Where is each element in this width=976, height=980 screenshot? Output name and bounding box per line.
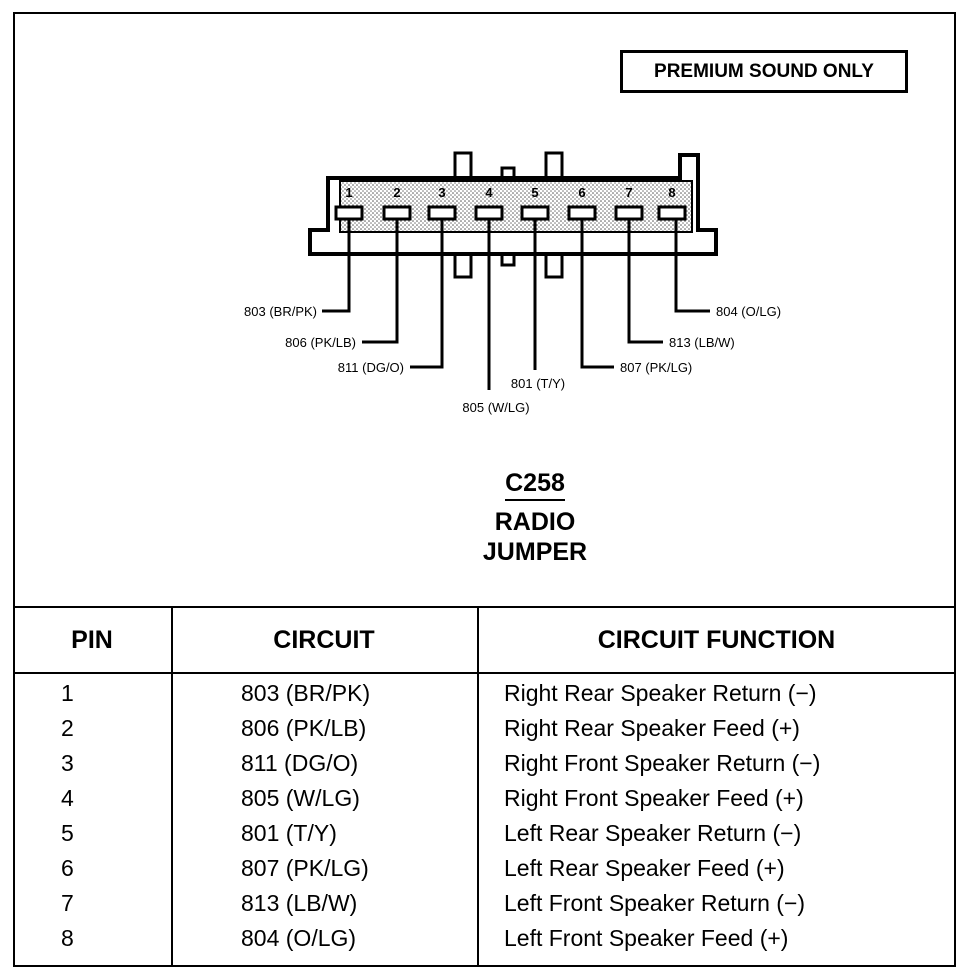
cell-circuit: 813 (LB/W) — [241, 890, 358, 916]
cell-circuit: 803 (BR/PK) — [241, 680, 371, 706]
cell-function: Right Front Speaker Feed (+) — [504, 785, 804, 811]
table-row: 3 811 (DG/O) Right Front Speaker Return … — [13, 748, 956, 783]
connector-id-text: C258 — [505, 469, 565, 501]
header-circuit: CIRCUIT — [273, 625, 375, 654]
cell-pin: 4 — [61, 785, 74, 811]
cell-function: Left Front Speaker Return (−) — [504, 890, 806, 916]
table-row: 4 805 (W/LG) Right Front Speaker Feed (+… — [13, 783, 956, 818]
terminal — [382, 205, 412, 221]
connector-id: C258 — [380, 468, 690, 501]
pin-number: 6 — [578, 185, 585, 200]
pin-number: 4 — [485, 185, 493, 200]
cell-pin: 6 — [61, 855, 74, 881]
column-divider — [171, 608, 173, 967]
connector-name-line2: JUMPER — [482, 538, 588, 566]
wire-lead — [627, 219, 663, 344]
cell-circuit: 807 (PK/LG) — [241, 855, 369, 881]
table-row: 8 804 (O/LG) Left Front Speaker Feed (+) — [13, 923, 956, 958]
table-row: 6 807 (PK/LG) Left Rear Speaker Feed (+) — [13, 853, 956, 888]
cell-function: Right Rear Speaker Return (−) — [504, 680, 817, 706]
cell-pin: 1 — [61, 680, 74, 706]
terminal — [474, 205, 504, 221]
terminal — [614, 205, 644, 221]
cell-circuit: 801 (T/Y) — [241, 820, 337, 846]
pinout-table: PIN CIRCUIT CIRCUIT FUNCTION 1 803 (BR/P… — [13, 606, 956, 967]
cell-pin: 2 — [61, 715, 74, 741]
wire-label: 803 (BR/PK) — [244, 304, 317, 319]
wire-label: 801 (T/Y) — [511, 376, 565, 391]
column-divider — [477, 608, 479, 967]
wire-lead — [322, 219, 351, 313]
table-row: 1 803 (BR/PK) Right Rear Speaker Return … — [13, 678, 956, 713]
connector-top-tab — [544, 151, 564, 180]
wire-lead — [362, 219, 399, 344]
pin-number: 7 — [625, 185, 632, 200]
cell-function: Left Front Speaker Feed (+) — [504, 925, 789, 951]
pin-number: 1 — [345, 185, 352, 200]
connector-bottom-tab — [453, 252, 473, 279]
wire-lead — [580, 219, 614, 369]
wire-label: 807 (PK/LG) — [620, 360, 692, 375]
pin-number: 8 — [668, 185, 675, 200]
pin-number: 5 — [531, 185, 538, 200]
diagram-frame — [13, 12, 956, 967]
table-row: 7 813 (LB/W) Left Front Speaker Return (… — [13, 888, 956, 923]
premium-sound-badge: PREMIUM SOUND ONLY — [620, 50, 908, 93]
cell-pin: 7 — [61, 890, 74, 916]
header-pin: PIN — [71, 625, 113, 654]
table-row: 2 806 (PK/LB) Right Rear Speaker Feed (+… — [13, 713, 956, 748]
wire-lead — [410, 219, 444, 369]
connector-bottom-tab — [544, 252, 564, 279]
header-divider — [13, 672, 956, 674]
cell-circuit: 804 (O/LG) — [241, 925, 357, 951]
terminal — [520, 205, 550, 221]
cell-circuit: 811 (DG/O) — [241, 750, 359, 776]
cell-function: Right Rear Speaker Feed (+) — [504, 715, 800, 741]
cell-pin: 5 — [61, 820, 74, 846]
terminal — [567, 205, 597, 221]
pin-number: 2 — [393, 185, 400, 200]
table-row: 5 801 (T/Y) Left Rear Speaker Return (−) — [13, 818, 956, 853]
connector-name-line1: RADIO — [494, 508, 576, 536]
connector-top-tab — [453, 151, 473, 180]
terminal — [427, 205, 457, 221]
cell-pin: 3 — [61, 750, 74, 776]
cell-circuit: 805 (W/LG) — [241, 785, 360, 811]
header-circuit-function: CIRCUIT FUNCTION — [597, 625, 836, 654]
terminal — [657, 205, 687, 221]
wire-label: 806 (PK/LB) — [285, 335, 356, 350]
pin-number: 3 — [438, 185, 445, 200]
wire-lead — [674, 219, 710, 313]
cell-circuit: 806 (PK/LB) — [241, 715, 367, 741]
cell-function: Right Front Speaker Return (−) — [504, 750, 821, 776]
wire-label: 804 (O/LG) — [716, 304, 781, 319]
wire-label: 811 (DG/O) — [338, 360, 404, 375]
wire-label: 805 (W/LG) — [462, 400, 529, 415]
wire-label: 813 (LB/W) — [669, 335, 735, 350]
terminal — [334, 205, 364, 221]
cell-pin: 8 — [61, 925, 74, 951]
cell-function: Left Rear Speaker Feed (+) — [504, 855, 785, 881]
cell-function: Left Rear Speaker Return (−) — [504, 820, 802, 846]
connector-diagram: 1 2 3 4 5 6 7 8 803 (BR/PK) 806 (PK/LB) … — [244, 151, 781, 415]
